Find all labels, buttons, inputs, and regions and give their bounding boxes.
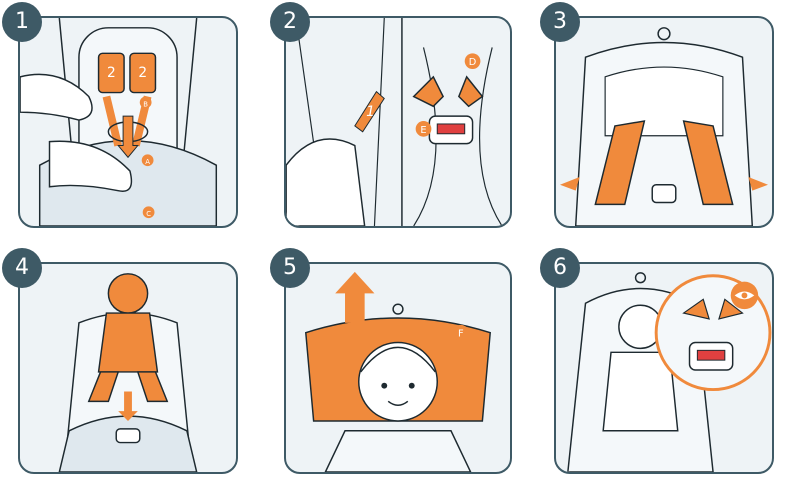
label-e: E (420, 125, 426, 136)
step-number-3: 3 (540, 2, 580, 42)
label-2-left: 2 (107, 65, 116, 81)
step-number-6: 6 (540, 248, 580, 288)
label-c: C (146, 210, 151, 218)
step-number-4: 4 (2, 248, 42, 288)
up-arrow-icon (335, 272, 374, 323)
step-1-panel: 2 2 A B C (18, 16, 238, 228)
step-2-panel: 1 D E (284, 16, 512, 228)
step-5-illustration: F (286, 264, 510, 472)
step-number-2: 2 (270, 2, 310, 42)
step-2-illustration: 1 D E (286, 18, 510, 226)
label-f: F (458, 329, 464, 340)
label-1: 1 (366, 104, 375, 120)
label-2-right: 2 (138, 65, 147, 81)
label-a: A (145, 158, 150, 166)
label-d: D (469, 57, 477, 68)
child-face (359, 342, 437, 420)
step-3-panel (554, 16, 774, 228)
hand (286, 139, 364, 226)
step-6-illustration (556, 264, 772, 472)
step-5-panel: F (284, 262, 512, 474)
outward-arrow-left-icon (560, 177, 580, 191)
child-body (99, 313, 158, 372)
step-number-1: 1 (2, 2, 42, 42)
step-3-illustration (556, 18, 772, 226)
step-4-illustration (20, 264, 236, 472)
step-4-panel (18, 262, 238, 474)
label-b: B (143, 100, 148, 108)
step-6-panel (554, 262, 774, 474)
child-head (108, 274, 147, 313)
step-number-5: 5 (270, 248, 310, 288)
step-1-illustration: 2 2 A B C (20, 18, 236, 226)
outward-arrow-right-icon (748, 177, 768, 191)
